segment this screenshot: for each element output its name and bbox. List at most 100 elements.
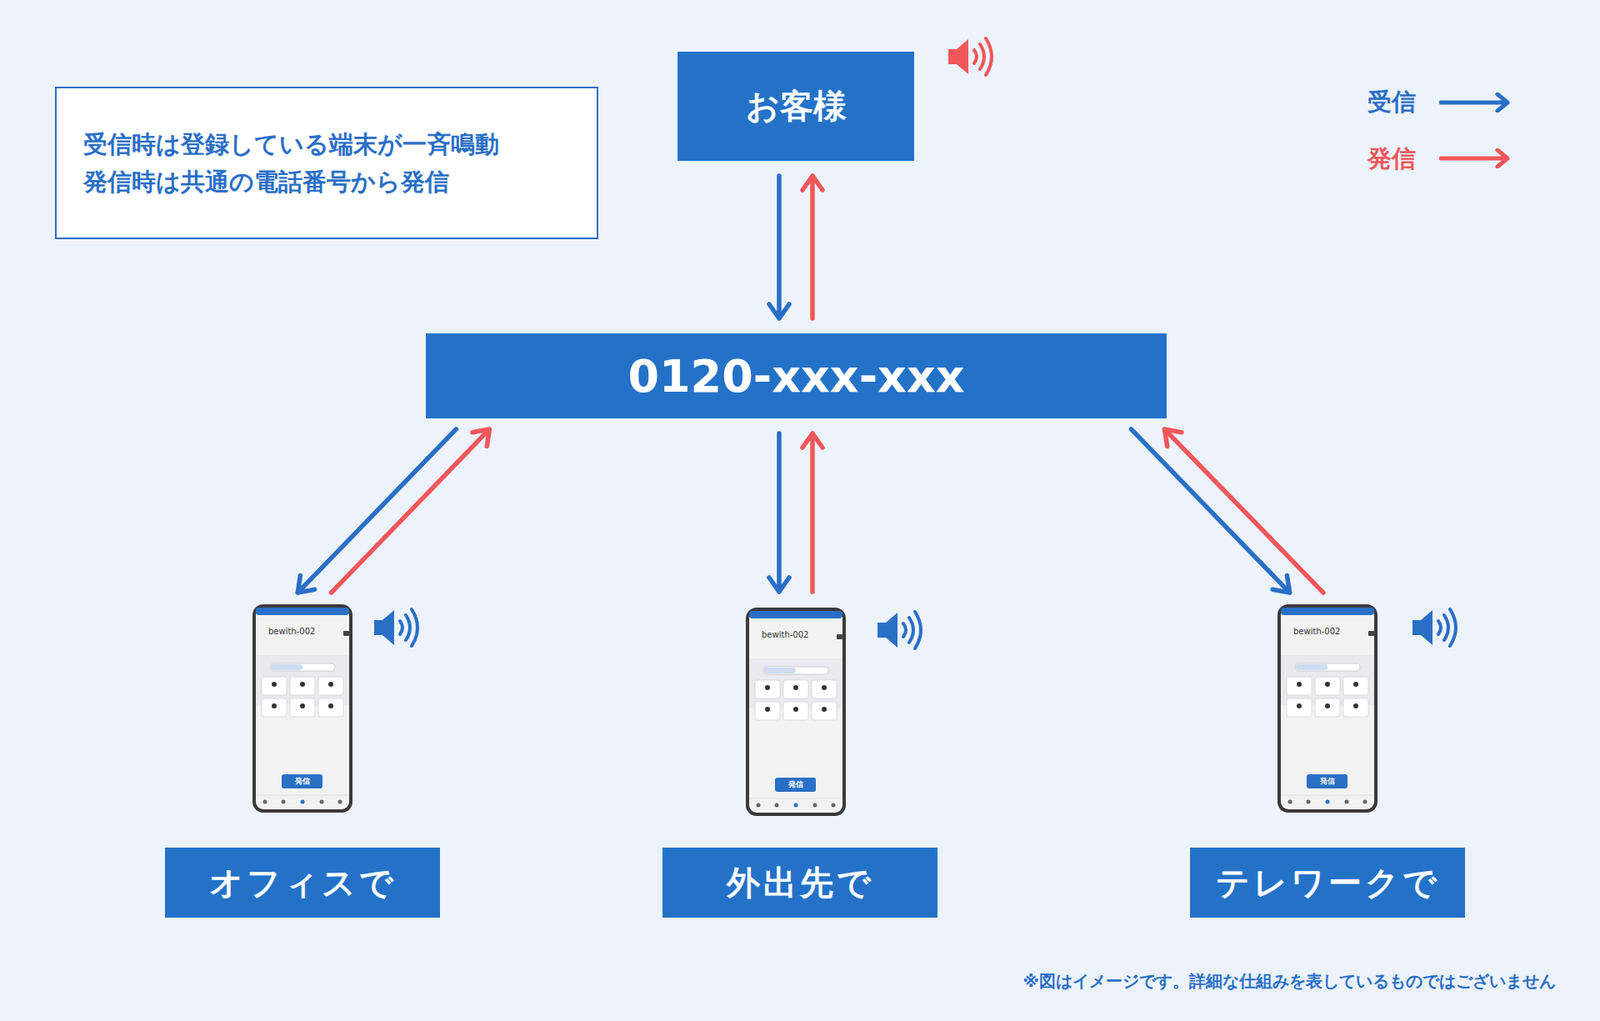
number-box: 0120-xxx-xxx: [425, 333, 1167, 419]
speaker-icon-part: [903, 611, 921, 649]
phone-frame-part: [1325, 800, 1330, 805]
phone-frame-part: [1288, 800, 1293, 805]
phone-frame-part: [271, 703, 277, 709]
legend-arrow: [1439, 92, 1511, 113]
legend-text: 受信: [1367, 86, 1416, 117]
phone-frame-part: [255, 795, 350, 796]
phone-frame-part: [328, 681, 334, 687]
phone-frame-part: [300, 703, 305, 709]
phone-frame-part: [271, 681, 277, 687]
phone-frame-part: [270, 664, 303, 670]
node-text: 0120-xxx-xxx: [627, 350, 965, 403]
phone-frame-part: [263, 800, 268, 805]
legend-text: 発信: [1367, 143, 1416, 174]
node-text: お客様: [745, 83, 847, 130]
speaker-icon: [1410, 601, 1463, 654]
node-text: 外出先で: [726, 860, 875, 906]
call-button-text: 発信: [281, 774, 323, 789]
phone-frame-part: [1343, 676, 1369, 695]
phone-frame-part: [831, 803, 836, 808]
customer-box: お客様: [677, 51, 915, 161]
speaker-icon-part: [1412, 610, 1433, 645]
phone-frame-part: [755, 680, 780, 699]
node-text: テレワークで: [1215, 860, 1440, 906]
phone-frame-part: [1286, 698, 1312, 717]
phone-screen-name: bewith-002: [1293, 626, 1340, 636]
phone-frame-part: [255, 655, 350, 705]
phone-frame-part: [765, 706, 770, 712]
phone-frame-part: [300, 800, 305, 805]
phone-frame-part: [255, 607, 350, 810]
speaker-icon-part: [877, 612, 898, 648]
phone-frame-part: [836, 634, 843, 640]
phone-frame-part: [764, 667, 796, 674]
speaker-icon: [875, 604, 928, 656]
phone-frame-part: [1296, 681, 1302, 687]
speaker-icon: [372, 601, 425, 654]
phone-frame-part: [793, 706, 799, 712]
speaker-icon-part: [948, 39, 969, 75]
phone-frame-part: [281, 800, 286, 805]
phone-frame-part: [1345, 800, 1350, 805]
phone-frame-part: [1277, 604, 1378, 813]
phone-frame-part: [1315, 698, 1340, 717]
phone-frame-part: [811, 680, 837, 699]
phone-frame-part: [749, 610, 843, 813]
phone-frame-part: [1296, 703, 1302, 709]
phone-frame-part: [1295, 664, 1328, 670]
phone-frame-part: [270, 663, 335, 671]
phone-frame-part: [783, 701, 809, 720]
footnote: ※図はイメージです。詳細な仕組みを表しているものではございません: [1023, 970, 1556, 993]
phone-frame-part: [320, 800, 325, 805]
phone-frame-part: [300, 681, 305, 687]
node-text: オフィスで: [209, 860, 397, 906]
phone-frame-part: [1306, 774, 1348, 789]
place-label-box: テレワークで: [1190, 847, 1465, 918]
phone-frame-part: [794, 803, 799, 808]
phone-frame-part: [318, 676, 344, 695]
phone-frame-part: [281, 774, 323, 789]
phone-device: bewith-002発信: [745, 606, 847, 817]
phone-frame-part: [821, 706, 827, 712]
phone-frame-part: [1306, 800, 1311, 805]
phone-frame-part: [765, 685, 770, 690]
note-box: 受信時は登録している端末が一斉鳴動発信時は共通の電話番号から発信: [55, 86, 599, 240]
phone-frame-part: [328, 703, 334, 709]
phone-frame-part: [255, 607, 350, 615]
phone-frame-part: [1280, 607, 1375, 615]
phone-frame-part: [783, 680, 809, 699]
phone-frame-part: [763, 666, 829, 675]
phone-frame-part: [338, 800, 343, 805]
phone-frame-part: [745, 607, 846, 816]
phone-frame-part: [756, 803, 761, 808]
phone-frame-part: [1353, 703, 1359, 709]
phone-frame-part: [813, 803, 818, 808]
phone-frame-part: [793, 685, 799, 690]
phone-frame-part: [1286, 676, 1312, 695]
phone-frame-part: [261, 698, 287, 717]
phone-frame-part: [343, 630, 350, 636]
node-text: 発信時は共通の電話番号から発信: [83, 163, 597, 201]
phone-frame-part: [811, 701, 837, 720]
flow-arrow: [297, 429, 456, 593]
phone-frame-part: [775, 803, 780, 808]
phone-frame-part: [775, 777, 816, 792]
phone-device: bewith-002発信: [1276, 603, 1379, 814]
phone-screen-name: bewith-002: [268, 626, 315, 636]
phone-frame-part: [749, 610, 843, 619]
phone-frame-part: [252, 604, 353, 813]
phone-frame-part: [290, 698, 315, 717]
phone-frame-part: [821, 685, 827, 690]
phone-frame-part: [749, 658, 843, 709]
phone-frame-part: [1368, 630, 1375, 636]
speaker-icon-part: [374, 610, 395, 645]
flow-arrow: [769, 433, 790, 592]
phone-frame-part: [1315, 676, 1340, 695]
flow-arrow: [1130, 429, 1290, 593]
phone-frame-part: [1325, 681, 1330, 687]
phone-frame-part: [1343, 698, 1369, 717]
phone-device: bewith-002 発信: [251, 603, 354, 814]
phone-frame-part: [1280, 607, 1375, 810]
phone-frame-part: [1325, 703, 1330, 709]
